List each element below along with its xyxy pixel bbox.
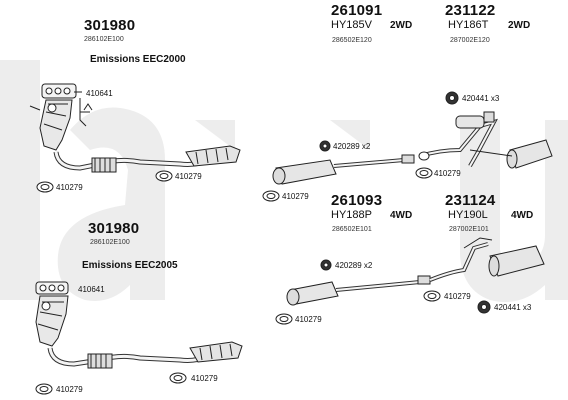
hardware-label: 410279 (434, 169, 461, 178)
part-number: 261091 (331, 2, 383, 19)
middle-muffler-4wd (286, 275, 431, 306)
model-code: HY190L (448, 209, 488, 221)
middle-muffler-2wd (272, 154, 415, 185)
reference-number: 286502E101 (332, 226, 372, 233)
hardware-label: 410279 (295, 315, 322, 324)
rear-muffler-4wd (429, 237, 545, 282)
part-number: 231124 (445, 192, 496, 209)
hardware-label: 410279 (191, 374, 218, 383)
reference-number: 286102E100 (90, 239, 130, 246)
reference-number: 287002E101 (449, 226, 489, 233)
reference-number: 287002E120 (450, 37, 490, 44)
drive-type: 4WD (511, 210, 534, 221)
drive-type: 2WD (390, 20, 413, 31)
hardware-label: 410641 (86, 89, 113, 98)
hardware-label: 420289 x2 (333, 142, 371, 151)
hardware-label: 410641 (78, 285, 105, 294)
part-number: 261093 (331, 192, 383, 209)
emissions-label: Emissions EEC2000 (90, 54, 186, 65)
model-code: HY185V (331, 19, 372, 31)
catalytic-converter-eec2005 (35, 295, 69, 347)
emissions-label: Emissions EEC2005 (82, 260, 178, 271)
part-number: 301980 (84, 17, 136, 34)
hardware-label: 410279 (175, 172, 202, 181)
center-cat-eec2000 (185, 145, 241, 167)
bracket-eec2000 (79, 98, 93, 127)
hardware-label: 410279 (444, 292, 471, 301)
front-pipe-eec2000 (53, 151, 208, 173)
part-number: 301980 (88, 220, 140, 237)
hardware-label: 420289 x2 (335, 261, 373, 270)
center-cat-eec2005 (189, 341, 243, 363)
manifold-eec2000 (41, 83, 77, 99)
drive-type: 4WD (390, 210, 413, 221)
part-number: 231122 (445, 2, 496, 19)
hardware-label: 420441 x3 (494, 303, 532, 312)
model-code: HY188P (331, 209, 372, 221)
catalytic-converter-eec2000 (39, 99, 73, 151)
hardware-label: 410279 (56, 385, 83, 394)
model-code: HY186T (448, 19, 489, 31)
manifold-eec2005 (35, 281, 69, 295)
front-pipe-eec2005 (47, 347, 208, 369)
rear-muffler-2wd (419, 111, 553, 169)
drive-type: 2WD (508, 20, 531, 31)
hardware-label: 420441 x3 (462, 94, 500, 103)
hardware-label: 410279 (282, 192, 309, 201)
hardware-label: 410279 (56, 183, 83, 192)
reference-number: 286102E100 (84, 36, 124, 43)
reference-number: 286502E120 (332, 37, 372, 44)
